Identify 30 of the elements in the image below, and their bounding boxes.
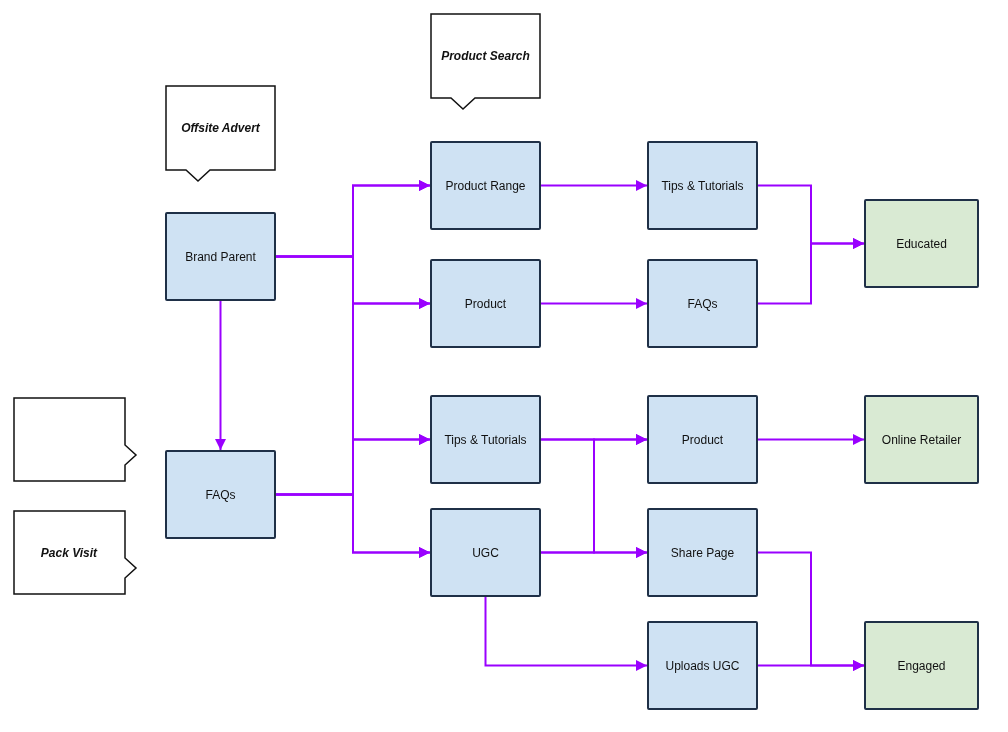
arrow <box>757 660 865 671</box>
callout-shape <box>13 397 137 482</box>
node-label: Product Search <box>441 48 530 63</box>
arrow <box>275 493 431 558</box>
callout-shape <box>165 85 276 182</box>
outcome-box: Educated <box>864 199 979 288</box>
page-box: Share Page <box>647 508 758 597</box>
page-box: Brand Parent <box>165 212 276 301</box>
page-box: Product <box>430 259 541 348</box>
arrow <box>757 434 865 445</box>
callout-shape <box>430 13 541 110</box>
node-label: Pack Visit <box>40 545 98 560</box>
page-box: Tips & Tutorials <box>430 395 541 484</box>
page-box: Tips & Tutorials <box>647 141 758 230</box>
page-box: Product <box>647 395 758 484</box>
page-box: Product Range <box>430 141 541 230</box>
page-box: FAQs <box>647 259 758 348</box>
page-box: FAQs <box>165 450 276 539</box>
arrow <box>540 180 648 191</box>
arrow <box>540 298 648 309</box>
outcome-box: Engaged <box>864 621 979 710</box>
arrow <box>484 596 648 671</box>
page-box: UGC <box>430 508 541 597</box>
page-box: Uploads UGC <box>647 621 758 710</box>
arrow <box>540 547 648 558</box>
arrow <box>757 238 865 305</box>
outcome-box: Online Retailer <box>864 395 979 484</box>
node-label: Offsite Advert <box>181 120 260 135</box>
arrow <box>215 300 226 451</box>
callout-shape <box>13 510 137 595</box>
